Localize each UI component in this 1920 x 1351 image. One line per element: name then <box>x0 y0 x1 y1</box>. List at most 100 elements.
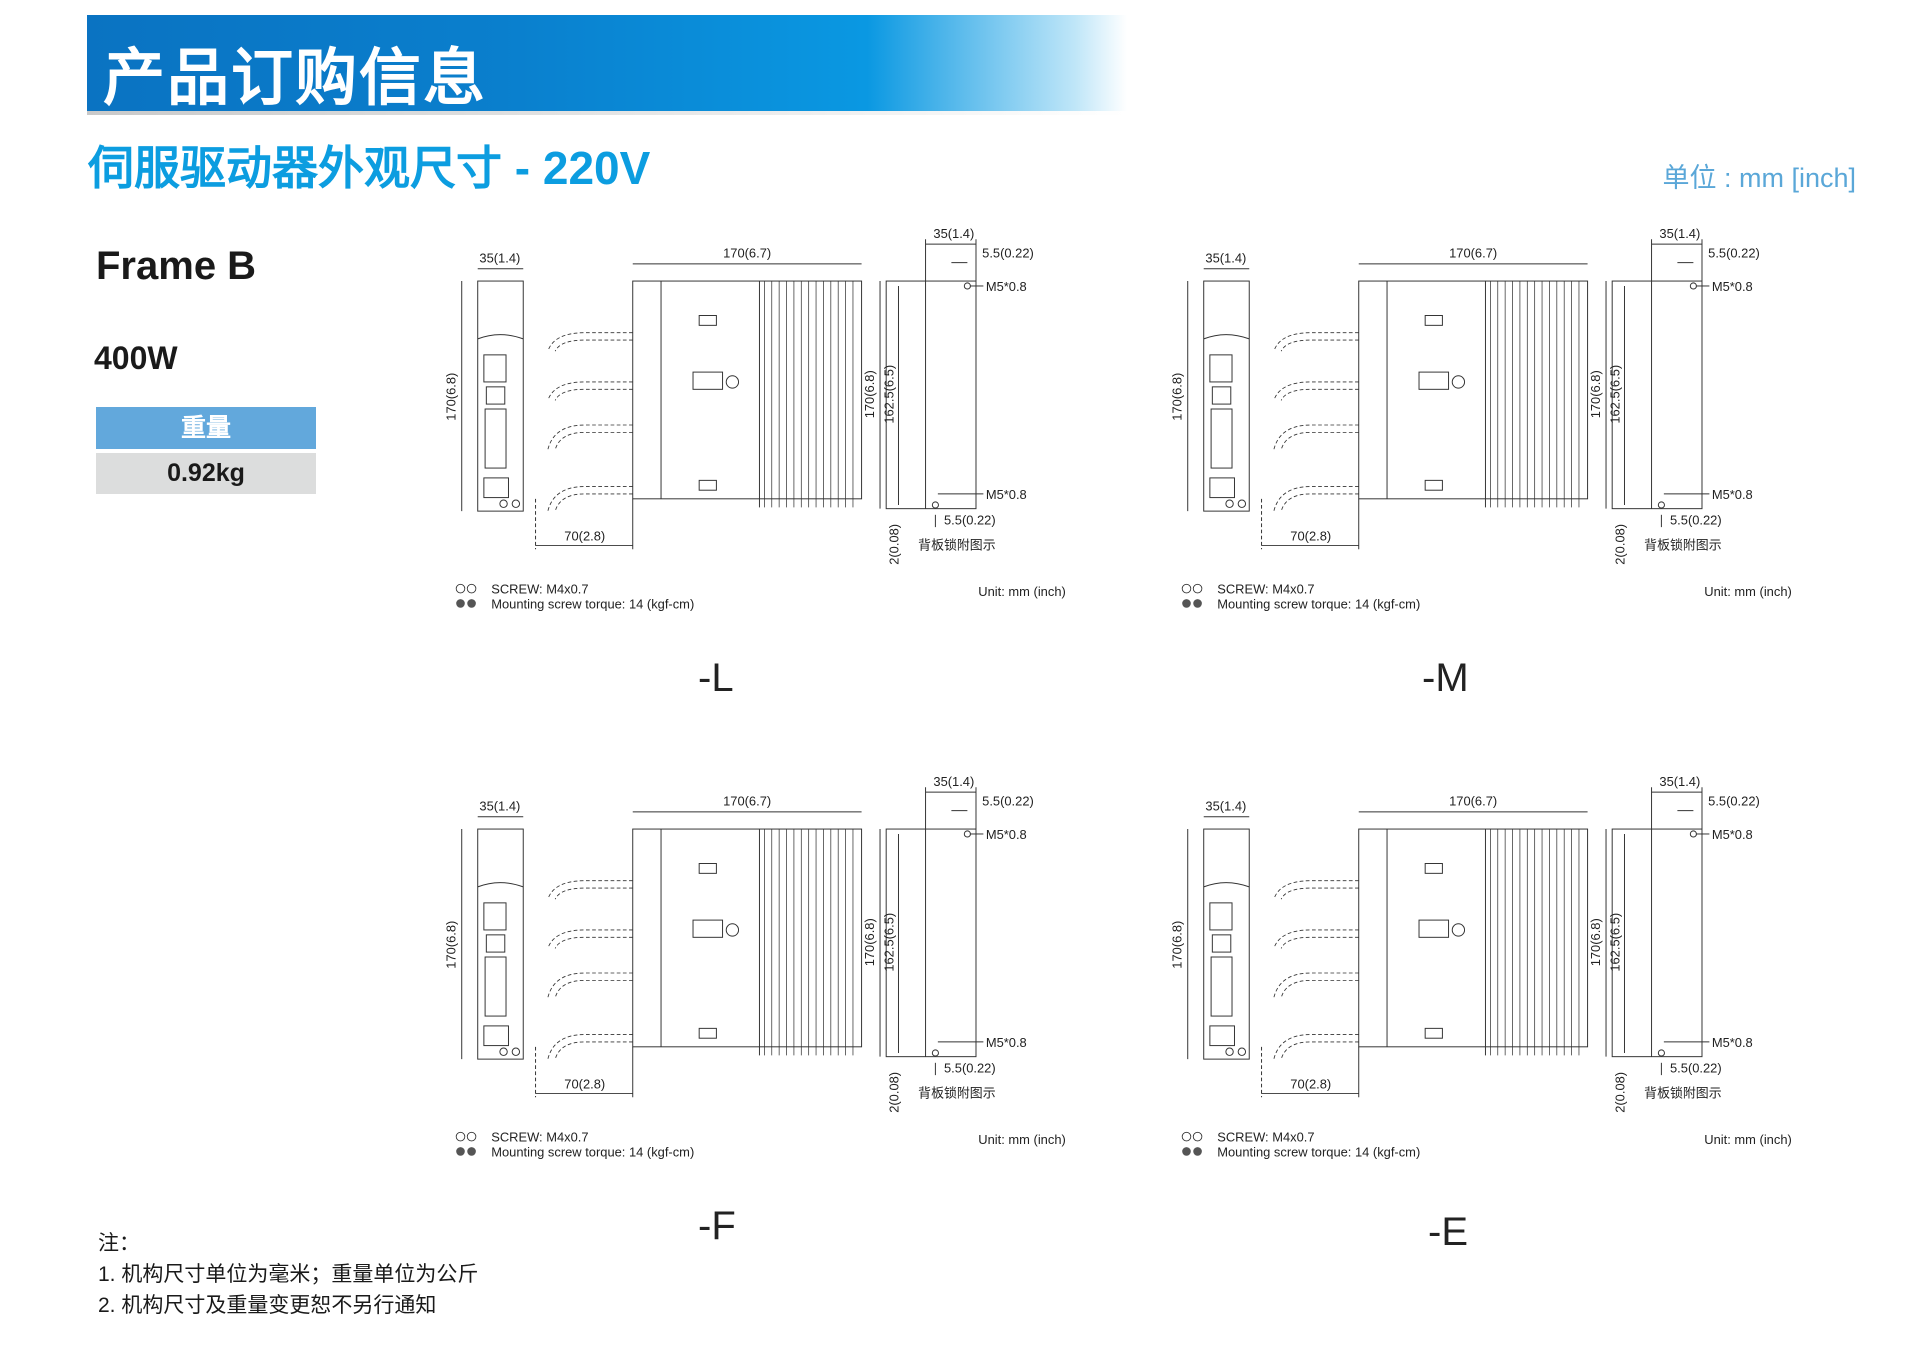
plate-height-dim: 170(6.8) <box>1588 370 1603 418</box>
hole-offset-bottom-dim: 5.5(0.22) <box>1670 1061 1722 1076</box>
mounting-screw-icon <box>456 1147 476 1156</box>
hole-pitch-dim: 162.5(6.5) <box>882 913 897 972</box>
section-title: 伺服驱动器外观尺寸 - 220V <box>88 142 651 194</box>
mounting-screw-icon <box>456 599 476 608</box>
torque-note: Mounting screw torque: 14 (kgf-cm) <box>1217 596 1420 611</box>
front-view <box>1187 816 1250 1060</box>
cable-clearance-dim: 70(2.8) <box>1290 529 1331 544</box>
plate-caption: 背板锁附图示 <box>1644 537 1722 552</box>
ground-screw-icon <box>1181 1131 1203 1142</box>
dimension-drawing: 35(1.4) 170(6.8) <box>1170 226 1792 611</box>
panel-suffix-l: -L <box>698 656 734 700</box>
depth-dim: 170(6.7) <box>723 794 771 809</box>
torque-note: Mounting screw torque: 14 (kgf-cm) <box>1217 1144 1420 1159</box>
drawing-panel-l: 35(1.4) 170(6.8) <box>437 222 1077 628</box>
hole-top-label: M5*0.8 <box>986 279 1027 294</box>
hole-pitch-dim: 162.5(6.5) <box>1608 365 1623 424</box>
hole-top-label: M5*0.8 <box>1712 827 1753 842</box>
unit-note: Unit: mm (inch) <box>1704 1132 1791 1147</box>
back-plate-view <box>879 787 984 1076</box>
notes-heading: 注： <box>98 1232 140 1255</box>
dimension-drawing: 35(1.4) 170(6.8) <box>444 774 1066 1159</box>
power-label: 400W <box>94 340 178 376</box>
cable-clearance-dim: 70(2.8) <box>1290 1077 1331 1092</box>
hole-offset-top-dim: 5.5(0.22) <box>982 794 1034 809</box>
ground-screw-icon <box>455 583 477 594</box>
mounting-screw-icon <box>1182 599 1202 608</box>
plate-width-dim: 35(1.4) <box>1659 226 1700 241</box>
panel-suffix-m: -M <box>1422 656 1469 700</box>
side-view <box>535 263 863 550</box>
screw-note: SCREW: M4x0.7 <box>1217 582 1314 597</box>
side-view <box>1261 263 1589 550</box>
bottom-gap-dim: 2(0.08) <box>886 524 901 565</box>
ground-screw-icon <box>1181 583 1203 594</box>
banner-shadow <box>87 111 1127 115</box>
hole-offset-top-dim: 5.5(0.22) <box>982 246 1034 261</box>
drawing-panel-e: 35(1.4) 170(6.8) <box>1163 770 1803 1176</box>
unit-note: Unit: mm (inch) <box>978 1132 1065 1147</box>
unit-note: Unit: mm (inch) <box>978 584 1065 599</box>
bottom-gap-dim: 2(0.08) <box>1612 524 1627 565</box>
hole-bottom-label: M5*0.8 <box>986 487 1027 502</box>
front-height-dim: 170(6.8) <box>1170 373 1185 421</box>
bottom-gap-dim: 2(0.08) <box>886 1072 901 1113</box>
ground-screw-icon <box>455 1131 477 1142</box>
frame-label: Frame B <box>96 244 257 288</box>
unit-label: 单位 : mm [inch] <box>1662 163 1856 193</box>
depth-dim: 170(6.7) <box>723 246 771 261</box>
mounting-screw-icon <box>1182 1147 1202 1156</box>
back-plate-view <box>1605 239 1710 528</box>
plate-caption: 背板锁附图示 <box>1644 1085 1722 1100</box>
front-view <box>461 816 524 1060</box>
panel-suffix-e: -E <box>1428 1210 1468 1254</box>
plate-caption: 背板锁附图示 <box>918 537 996 552</box>
screw-note: SCREW: M4x0.7 <box>1217 1130 1314 1145</box>
hole-bottom-label: M5*0.8 <box>986 1035 1027 1050</box>
front-width-dim: 35(1.4) <box>479 251 520 266</box>
front-height-dim: 170(6.8) <box>444 921 459 969</box>
hole-bottom-label: M5*0.8 <box>1712 487 1753 502</box>
hole-pitch-dim: 162.5(6.5) <box>1608 913 1623 972</box>
front-view <box>1187 268 1250 512</box>
back-plate-view <box>879 239 984 528</box>
notes: 注： 1. 机构尺寸单位为毫米；重量单位为公斤 2. 机构尺寸及重量变更恕不另行… <box>98 1228 478 1321</box>
panel-suffix-f: -F <box>698 1204 736 1248</box>
side-view <box>535 811 863 1098</box>
bottom-gap-dim: 2(0.08) <box>1612 1072 1627 1113</box>
front-width-dim: 35(1.4) <box>479 799 520 814</box>
cable-clearance-dim: 70(2.8) <box>564 529 605 544</box>
plate-height-dim: 170(6.8) <box>862 370 877 418</box>
hole-offset-top-dim: 5.5(0.22) <box>1708 246 1760 261</box>
dimension-drawing: 35(1.4) 170(6.8) <box>444 226 1066 611</box>
plate-height-dim: 170(6.8) <box>1588 918 1603 966</box>
plate-width-dim: 35(1.4) <box>933 226 974 241</box>
back-plate-view <box>1605 787 1710 1076</box>
torque-note: Mounting screw torque: 14 (kgf-cm) <box>491 1144 694 1159</box>
drawing-panel-m: 35(1.4) 170(6.8) <box>1163 222 1803 628</box>
hole-pitch-dim: 162.5(6.5) <box>882 365 897 424</box>
front-view <box>461 268 524 512</box>
plate-width-dim: 35(1.4) <box>933 774 974 789</box>
hole-offset-bottom-dim: 5.5(0.22) <box>944 513 996 528</box>
header-banner: 产品订购信息 <box>87 15 1127 113</box>
hole-top-label: M5*0.8 <box>986 827 1027 842</box>
hole-offset-bottom-dim: 5.5(0.22) <box>944 1061 996 1076</box>
front-height-dim: 170(6.8) <box>444 373 459 421</box>
plate-width-dim: 35(1.4) <box>1659 774 1700 789</box>
cable-clearance-dim: 70(2.8) <box>564 1077 605 1092</box>
dimension-drawing: 35(1.4) 170(6.8) <box>1170 774 1792 1159</box>
unit-note: Unit: mm (inch) <box>1704 584 1791 599</box>
weight-value: 0.92kg <box>96 453 316 494</box>
depth-dim: 170(6.7) <box>1449 246 1497 261</box>
front-width-dim: 35(1.4) <box>1205 251 1246 266</box>
weight-header: 重量 <box>96 407 316 449</box>
page-title: 产品订购信息 <box>103 44 488 113</box>
drawing-panel-f: 35(1.4) 170(6.8) <box>437 770 1077 1176</box>
side-view <box>1261 811 1589 1098</box>
torque-note: Mounting screw torque: 14 (kgf-cm) <box>491 596 694 611</box>
hole-offset-bottom-dim: 5.5(0.22) <box>1670 513 1722 528</box>
note-item: 1. 机构尺寸单位为毫米；重量单位为公斤 <box>98 1263 479 1286</box>
depth-dim: 170(6.7) <box>1449 794 1497 809</box>
hole-top-label: M5*0.8 <box>1712 279 1753 294</box>
